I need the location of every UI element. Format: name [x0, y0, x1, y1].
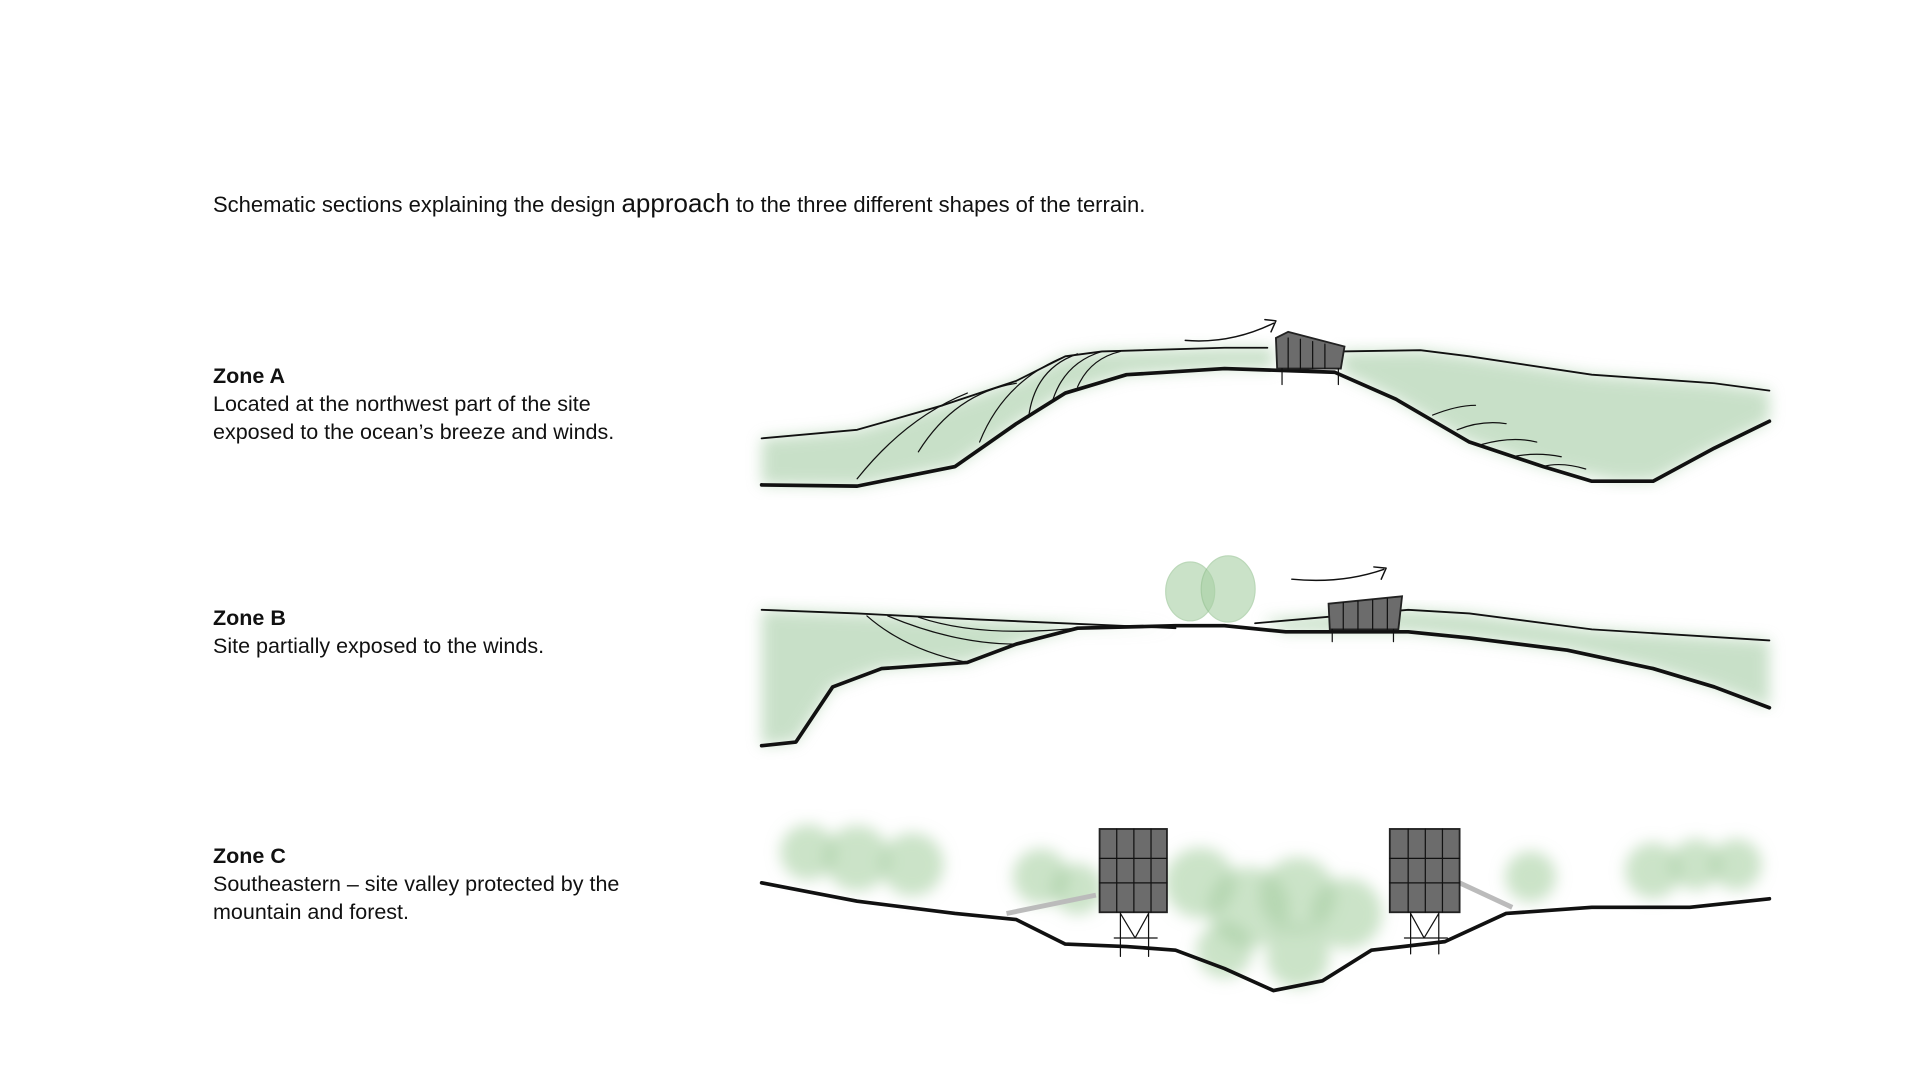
tree-icon [1165, 555, 1256, 623]
tower-cabin-icon [1388, 828, 1461, 955]
zone-c-heading: Zone C [213, 844, 286, 868]
cabin-icon [1327, 595, 1404, 643]
zone-b-section [759, 555, 1772, 748]
zone-a-description: Zone A Located at the northwest part of … [213, 362, 614, 446]
zone-c-section [759, 824, 1772, 993]
zone-b-description: Zone B Site partially exposed to the win… [213, 604, 544, 660]
zone-c-description: Zone C Southeastern – site valley protec… [213, 842, 619, 926]
title-text: Schematic sections explaining the design [213, 192, 622, 217]
tower-cabin-icon [1098, 828, 1168, 957]
cabin-icon [1274, 330, 1346, 386]
zone-a-heading: Zone A [213, 364, 286, 388]
zone-b-heading: Zone B [213, 606, 286, 630]
zone-c-line-1: Southeastern – site valley protected by … [213, 872, 620, 896]
zone-a-line-1: Located at the northwest part of the sit… [213, 392, 591, 416]
title-text-end: to the three different shapes of the ter… [729, 192, 1146, 217]
zone-a-section [759, 318, 1772, 488]
zone-a-line-2: exposed to the ocean’s breeze and winds. [213, 420, 615, 444]
title-emphasis: approach [621, 188, 730, 218]
page-title: Schematic sections explaining the design… [213, 188, 1145, 219]
zone-c-line-2: mountain and forest. [213, 900, 410, 924]
zone-b-line-1: Site partially exposed to the winds. [213, 634, 545, 658]
